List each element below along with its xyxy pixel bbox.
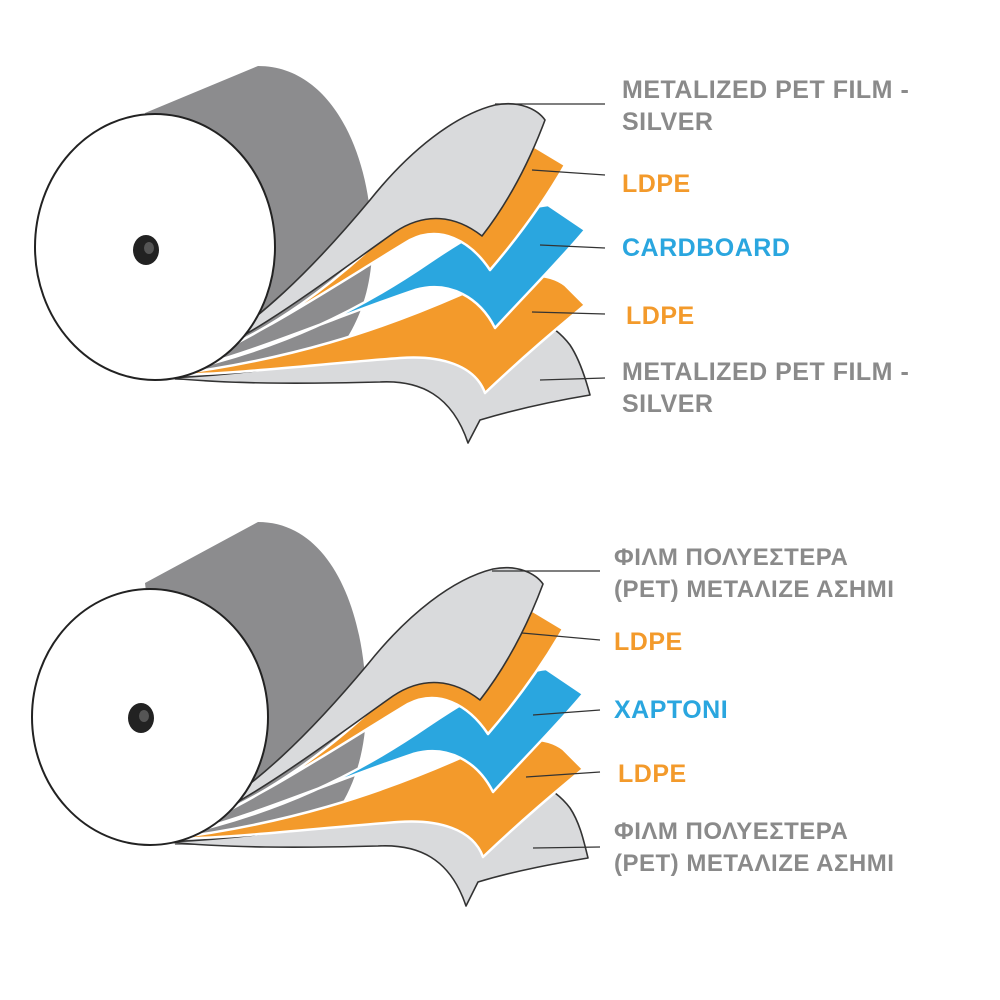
callout-line-2: [531, 169, 606, 176]
laminate-roll-diagram-english: METALIZED PET FILM - SILVER LDPE CARDBOA…: [34, 66, 910, 444]
label-metalized-pet-film-bottom: METALIZED PET FILM - SILVER: [622, 358, 910, 418]
label-cardboard: ΧΑΡΤΟΝΙ: [614, 696, 729, 724]
laminate-roll-diagram-greek: ΦΙΛΜ ΠΟΛΥΕΣΤΕΡΑ (PET) ΜΕΤΑΛΙΖΕ ΑΣΗΜΙ LDP…: [0, 470, 1000, 970]
callout-line-4: [525, 771, 601, 778]
label-cardboard: CARDBOARD: [622, 234, 791, 262]
callout-line-4: [531, 311, 606, 315]
callout-line-3: [532, 709, 601, 716]
label-ldpe-top: LDPE: [614, 628, 683, 656]
top-film-layer: [175, 102, 546, 370]
top-film-layer: [173, 566, 544, 834]
label-metalized-pet-film-top: ΦΙΛΜ ΠΟΛΥΕΣΤΕΡΑ (PET) ΜΕΤΑΛΙΖΕ ΑΣΗΜΙ: [614, 544, 895, 603]
callout-line-2: [521, 632, 601, 641]
label-ldpe-bottom: LDPE: [618, 760, 687, 788]
label-metalized-pet-film-top: METALIZED PET FILM - SILVER: [622, 76, 910, 136]
callout-line-5: [539, 377, 606, 381]
callout-line-3: [539, 244, 606, 249]
label-ldpe-bottom: LDPE: [626, 302, 695, 330]
label-ldpe-top: LDPE: [622, 170, 691, 198]
label-metalized-pet-film-bottom: ΦΙΛΜ ΠΟΛΥΕΣΤΕΡΑ (PET) ΜΕΤΑΛΙΖΕ ΑΣΗΜΙ: [614, 818, 895, 877]
roll-illustration: [34, 66, 606, 444]
roll-illustration: [31, 522, 601, 907]
callout-line-5: [532, 846, 601, 849]
